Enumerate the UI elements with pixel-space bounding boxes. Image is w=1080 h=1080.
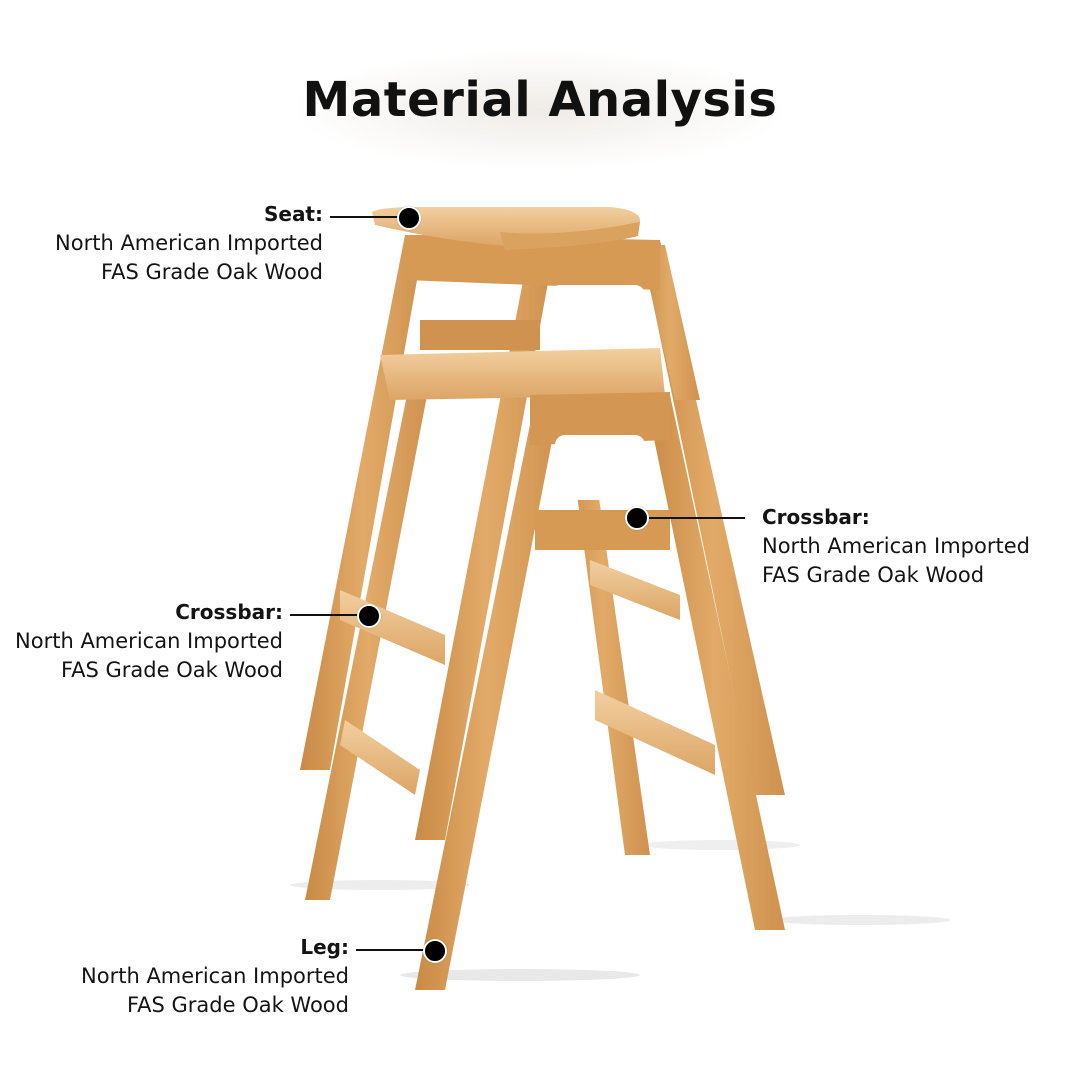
crossbar-left-callout-line2: FAS Grade Oak Wood <box>60 658 283 682</box>
seat-callout-line1: North American Imported <box>55 231 323 255</box>
crossbar-right-callout-title: Crossbar: <box>762 505 870 529</box>
crossbar-right-callout-line2: FAS Grade Oak Wood <box>762 563 985 587</box>
crossbar-left-callout-title: Crossbar: <box>175 600 283 624</box>
seat-marker-dot <box>397 206 421 230</box>
leg-marker-dot <box>423 939 447 963</box>
leg-callout-title: Leg: <box>300 935 349 959</box>
seat-leader-line <box>330 216 400 218</box>
leg-leader-line <box>356 949 426 951</box>
crossbar-right-marker-dot <box>625 506 649 530</box>
page-title: Material Analysis <box>302 72 778 128</box>
crossbar-left-callout-line1: North American Imported <box>15 629 283 653</box>
crossbar-right-callout: Crossbar: North American Imported FAS Gr… <box>762 503 1030 590</box>
leg-callout-line1: North American Imported <box>81 964 349 988</box>
crossbar-left-marker-dot <box>357 604 381 628</box>
title-highlight <box>290 50 790 170</box>
crossbar-left-callout: Crossbar: North American Imported FAS Gr… <box>15 598 283 685</box>
seat-callout: Seat: North American Imported FAS Grade … <box>55 200 323 287</box>
crossbar-right-leader-line <box>645 517 745 519</box>
leg-callout: Leg: North American Imported FAS Grade O… <box>81 933 349 1020</box>
leg-callout-line2: FAS Grade Oak Wood <box>126 993 349 1017</box>
seat-callout-line2: FAS Grade Oak Wood <box>100 260 323 284</box>
seat-callout-title: Seat: <box>263 202 323 226</box>
crossbar-right-callout-line1: North American Imported <box>762 534 1030 558</box>
crossbar-left-leader-line <box>290 614 360 616</box>
